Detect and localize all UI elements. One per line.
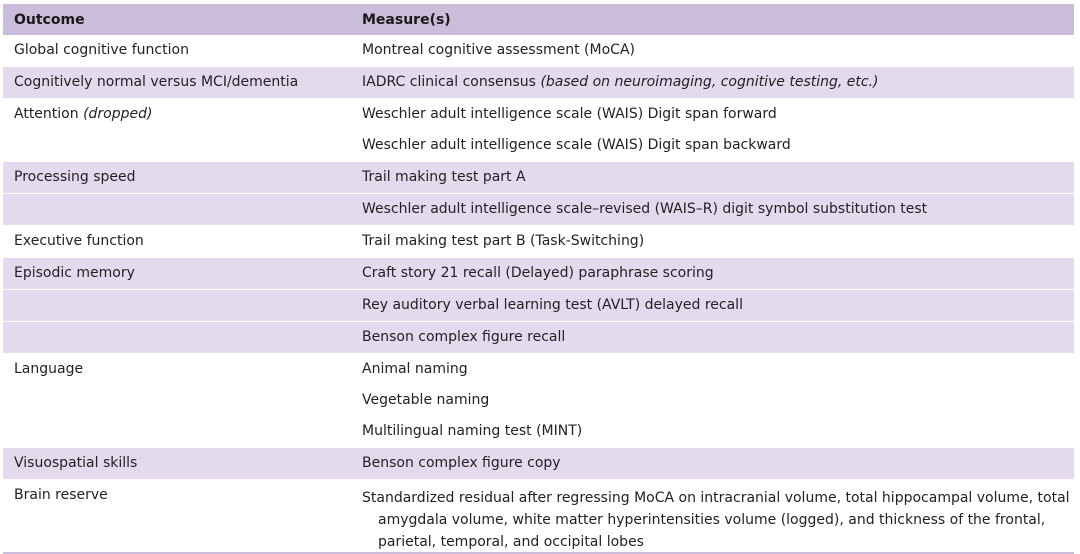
measure-cell: Weschler adult intelligence scale–revise… [362,201,928,217]
measure-cell: Craft story 21 recall (Delayed) paraphra… [362,265,714,281]
measure-cell: Benson complex figure recall [362,329,566,345]
measure-cell: Trail making test part A [362,169,526,185]
measure-line: amygdala volume, white matter hyperinten… [378,512,1046,528]
table-row: Language Animal naming Vegetable naming … [3,353,1074,447]
header-outcome: Outcome [14,12,85,28]
measure-line: parietal, temporal, and occipital lobes [378,534,644,550]
table-row: Brain reserve Standardized residual afte… [3,479,1074,552]
outcome-cell: Visuospatial skills [14,455,138,471]
measure-cell: Vegetable naming [362,392,490,408]
measure-cell: IADRC clinical consensus (based on neuro… [362,74,879,90]
table-row: Global cognitive function Montreal cogni… [3,35,1074,66]
measure-cell: Trail making test part B (Task-Switching… [362,233,645,249]
table-row: Attention (dropped) Weschler adult intel… [3,98,1074,161]
outcome-cell: Global cognitive function [14,42,189,58]
table-header: Outcome Measure(s) [3,4,1074,35]
measure-cell: Montreal cognitive assessment (MoCA) [362,42,635,58]
header-measures: Measure(s) [362,12,451,28]
measure-cell: Multilingual naming test (MINT) [362,423,583,439]
measure-line: Standardized residual after regressing M… [362,490,1070,506]
outcome-cell: Brain reserve [14,487,108,503]
outcomes-table: Outcome Measure(s) Global cognitive func… [3,4,1074,554]
outcome-cell: Attention (dropped) [14,106,153,122]
table-row: Executive function Trail making test par… [3,225,1074,257]
measure-cell: Standardized residual after regressing M… [362,487,1070,553]
measure-cell: Animal naming [362,361,468,377]
table-row: Episodic memory Craft story 21 recall (D… [3,257,1074,353]
outcome-cell: Cognitively normal versus MCI/dementia [14,74,299,90]
measure-cell: Benson complex figure copy [362,455,561,471]
outcome-cell: Episodic memory [14,265,135,281]
outcome-cell: Processing speed [14,169,136,185]
table-row: Processing speed Trail making test part … [3,161,1074,225]
measure-note: (based on neuroimaging, cognitive testin… [540,74,879,90]
measure-cell: Weschler adult intelligence scale (WAIS)… [362,137,791,153]
table-row: Cognitively normal versus MCI/dementia I… [3,66,1074,98]
outcome-cell: Language [14,361,84,377]
outcome-note: (dropped) [83,106,153,122]
table-row: Visuospatial skills Benson complex figur… [3,447,1074,479]
measure-cell: Weschler adult intelligence scale (WAIS)… [362,106,777,122]
measure-cell: Rey auditory verbal learning test (AVLT)… [362,297,743,313]
outcome-cell: Executive function [14,233,144,249]
